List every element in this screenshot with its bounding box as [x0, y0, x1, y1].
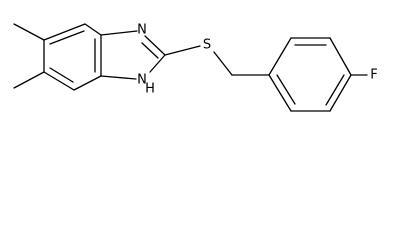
- bond-c2-n1: [149, 54, 166, 73]
- bond-c4p-c5p-inner: [325, 74, 345, 106]
- bond-c3p-c4p: [329, 37, 352, 76]
- bond-c7-c7a: [73, 75, 102, 91]
- bond-c5-methyl: [13, 23, 45, 41]
- atom-n3-label: N: [137, 23, 147, 38]
- bond-c4-c5-inner: [49, 30, 85, 45]
- bond-c6-c7: [43, 71, 75, 91]
- bonds: [13, 23, 368, 112]
- atom-s-label: S: [203, 38, 211, 53]
- bond-n1-c7a: [100, 75, 137, 80]
- atom-f-label: F: [370, 68, 377, 83]
- bond-c6-methyl: [13, 71, 45, 89]
- bond-c6-c7-inner: [49, 67, 74, 83]
- bond-n3-c2: [144, 35, 166, 56]
- bond-c3a-c4: [84, 23, 102, 36]
- molecule-structure: N N H S F: [13, 23, 378, 112]
- bond-c1p-c2p: [268, 37, 292, 76]
- atom-labels: N N H S F: [137, 23, 378, 97]
- bond-c4p-c5p: [329, 74, 352, 112]
- bond-c2-s: [164, 45, 201, 56]
- bond-s-ch2: [213, 51, 233, 76]
- bond-c3a-n3: [100, 30, 138, 36]
- atom-h1-label: H: [145, 82, 155, 97]
- bond-c6p-c1p: [268, 74, 292, 112]
- bond-c4-c5: [43, 23, 86, 41]
- bond-c6p-c1p-inner: [276, 74, 296, 105]
- atom-n1-label: N: [137, 73, 147, 88]
- bond-n3-c2-inner: [141, 42, 159, 59]
